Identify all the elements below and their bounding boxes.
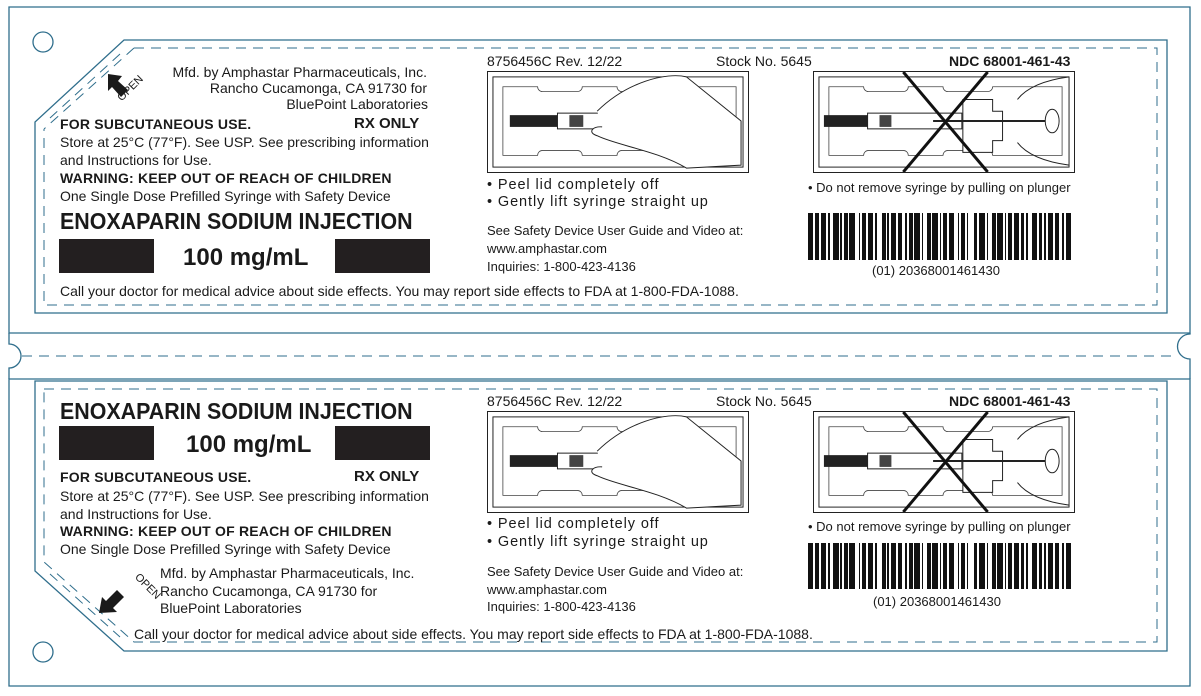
- do-not-pull-plunger-illustration: [813, 411, 1075, 513]
- drug-name: ENOXAPARIN SODIUM INJECTION: [60, 398, 413, 424]
- inquiries-phone: Inquiries: 1-800-423-4136: [487, 599, 636, 614]
- warning-text: WARNING: KEEP OUT OF REACH OF CHILDREN: [60, 170, 392, 186]
- manufacturer-line2: Rancho Cucamonga, CA 91730 for: [209, 80, 427, 96]
- manufacturer-line1: Mfd. by Amphastar Pharmaceuticals, Inc.: [160, 565, 415, 581]
- barcode-number: (01) 20368001461430: [873, 594, 1001, 609]
- instruction-1: • Peel lid completely off: [487, 177, 660, 193]
- storage-line2: and Instructions for Use.: [60, 506, 212, 522]
- side-effects-notice: Call your doctor for medical advice abou…: [60, 283, 739, 299]
- code-revision: 8756456C Rev. 12/22: [487, 53, 623, 69]
- warning-text: WARNING: KEEP OUT OF REACH OF CHILDREN: [60, 523, 392, 539]
- guide-line: See Safety Device User Guide and Video a…: [487, 564, 744, 579]
- guide-url-link[interactable]: www.amphastar.com: [487, 241, 607, 256]
- storage-line2: and Instructions for Use.: [60, 152, 212, 168]
- peel-lid-illustration: [487, 411, 749, 513]
- do-not-instruction: • Do not remove syringe by pulling on pl…: [808, 180, 1071, 195]
- black-bar-right: [335, 239, 430, 273]
- manufacturer-line3: BluePoint Laboratories: [286, 96, 428, 112]
- arrow-icon: [99, 590, 124, 613]
- storage-line1: Store at 25°C (77°F). See USP. See presc…: [60, 488, 429, 504]
- rx-only-badge: RX ONLY: [354, 468, 420, 485]
- barcode-number: (01) 20368001461430: [872, 263, 1000, 278]
- side-effects-notice: Call your doctor for medical advice abou…: [134, 626, 813, 642]
- drug-name: ENOXAPARIN SODIUM INJECTION: [60, 208, 413, 234]
- package-description: One Single Dose Prefilled Syringe with S…: [60, 541, 391, 557]
- strength: 100 mg/mL: [183, 244, 309, 271]
- stock-number: Stock No. 5645: [716, 393, 812, 409]
- manufacturer-line2: Rancho Cucamonga, CA 91730 for: [160, 583, 378, 599]
- storage-line1: Store at 25°C (77°F). See USP. See presc…: [60, 134, 429, 150]
- ndc-number: NDC 68001-461-43: [949, 53, 1071, 69]
- do-not-pull-plunger-illustration: [813, 71, 1075, 173]
- black-bar-right: [335, 426, 430, 460]
- package-description: One Single Dose Prefilled Syringe with S…: [60, 188, 391, 204]
- route-of-admin: FOR SUBCUTANEOUS USE.: [60, 469, 252, 485]
- black-bar-left: [59, 426, 154, 460]
- route-of-admin: FOR SUBCUTANEOUS USE.: [60, 116, 252, 132]
- strength: 100 mg/mL: [186, 431, 312, 458]
- guide-url-link[interactable]: www.amphastar.com: [487, 582, 607, 597]
- gs1-barcode: [808, 543, 1074, 589]
- ndc-number: NDC 68001-461-43: [949, 393, 1071, 409]
- stock-number: Stock No. 5645: [716, 53, 812, 69]
- do-not-instruction: • Do not remove syringe by pulling on pl…: [808, 519, 1071, 534]
- manufacturer-line3: BluePoint Laboratories: [160, 600, 302, 616]
- rx-only-badge: RX ONLY: [354, 115, 420, 132]
- inquiries-phone: Inquiries: 1-800-423-4136: [487, 259, 636, 274]
- guide-line: See Safety Device User Guide and Video a…: [487, 223, 744, 238]
- arrow-icon: [108, 74, 128, 97]
- gs1-barcode: [808, 213, 1074, 260]
- instruction-1: • Peel lid completely off: [487, 516, 660, 532]
- manufacturer-line1: Mfd. by Amphastar Pharmaceuticals, Inc.: [172, 64, 427, 80]
- peel-lid-illustration: [487, 71, 749, 173]
- code-revision: 8756456C Rev. 12/22: [487, 393, 623, 409]
- instruction-2: • Gently lift syringe straight up: [487, 534, 709, 550]
- instruction-2: • Gently lift syringe straight up: [487, 194, 709, 210]
- black-bar-left: [59, 239, 154, 273]
